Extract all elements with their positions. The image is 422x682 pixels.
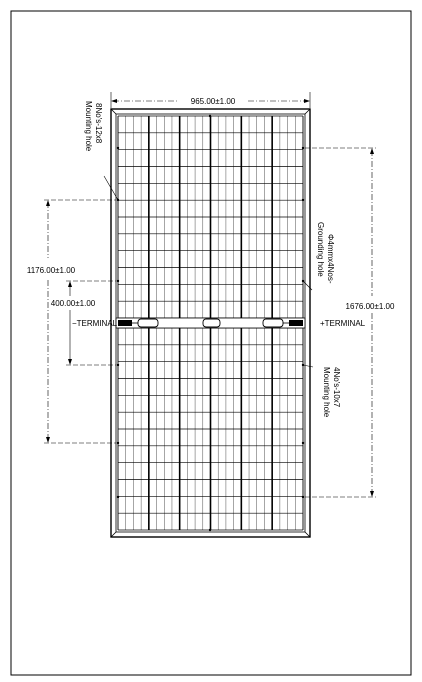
width-label: 965.00±1.00 (191, 97, 236, 106)
mounting-holes (116, 114, 305, 532)
note-grounding-hole: Φ4mmx4Nos- Grounding hole (302, 222, 335, 291)
mounting-hole-top-line1: 8No's-12x8 (94, 103, 103, 144)
cell-grid (117, 115, 304, 531)
grounding-hole-line1: Φ4mmx4Nos- (326, 234, 335, 284)
mounting-hole-bottom-line2: Mounting hole (322, 367, 331, 418)
mount-span-label: 1676.00±1.00 (346, 302, 395, 311)
mount-inner-label: 1176.00±1.00 (27, 266, 76, 275)
note-mounting-hole-top: 8No's-12x8 Mounting hole (84, 101, 119, 201)
sheet-border (10, 10, 412, 676)
ground-label: 400.00±1.00 (51, 299, 96, 308)
note-mounting-hole-bottom: 4No's-10x7 Mounting hole (302, 364, 341, 418)
positive-terminal-label: +TERMINAL (320, 319, 366, 328)
grounding-hole-line2: Grounding hole (316, 222, 325, 277)
junction-box-center (202, 318, 221, 328)
terminal-connector-positive (289, 320, 303, 326)
negative-terminal-label: −TERMINAL (72, 319, 118, 328)
dimension-width: 965.00±1.00 (110, 92, 311, 108)
terminal-connector-negative (118, 320, 132, 326)
junction-strip (115, 317, 306, 329)
mounting-hole-bottom-line1: 4No's-10x7 (332, 367, 341, 408)
dimension-mount-inner: 1176.00±1.00 (27, 199, 116, 444)
mounting-hole-top-line2: Mounting hole (84, 101, 93, 152)
dimension-ground: 400.00±1.00 (51, 280, 116, 366)
terminal-labels: −TERMINAL +TERMINAL (72, 319, 366, 328)
dimension-mount-span: 1676.00±1.00 (305, 147, 395, 498)
